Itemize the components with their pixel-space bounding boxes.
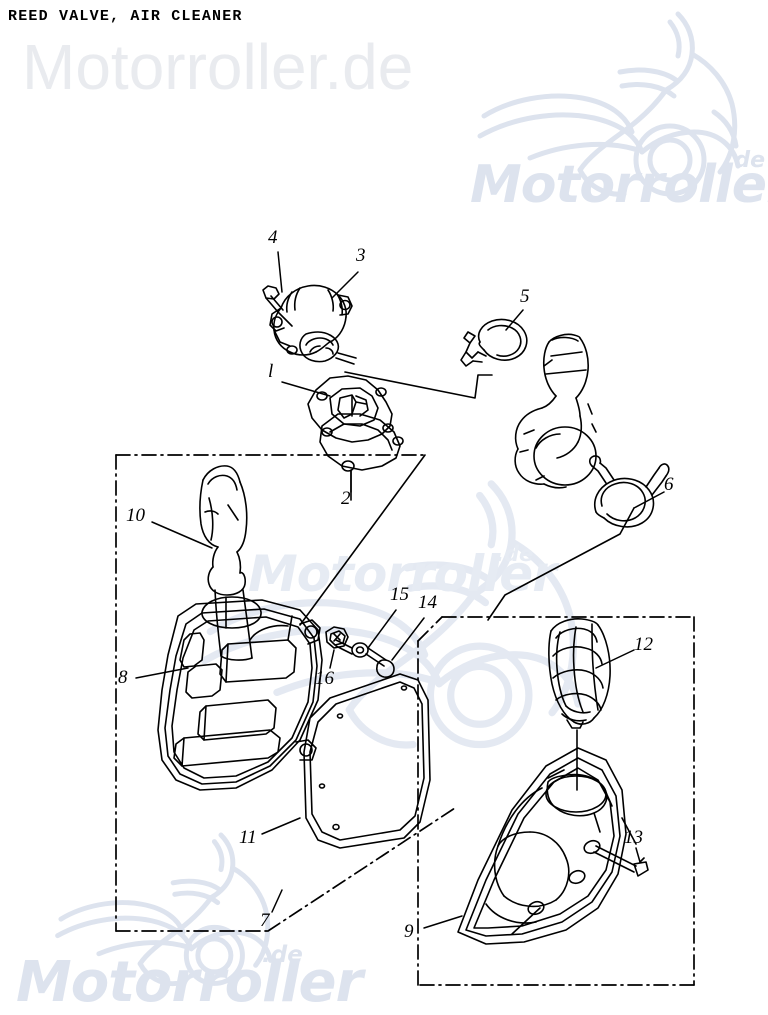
group9-connector: [487, 507, 635, 621]
scooter-logo-bottom-left: [4, 830, 334, 1000]
page-title: REED VALVE, AIR CLEANER: [8, 8, 243, 25]
leader-12: [595, 649, 635, 669]
scooter-logo-top-right: [470, 8, 760, 213]
callout-6[interactable]: 6: [664, 474, 674, 495]
callout-11[interactable]: 11: [239, 827, 257, 848]
part-9-air-cleaner-cover: [457, 747, 627, 945]
watermark-top-right-suffix: .de: [726, 148, 766, 173]
part-11-air-cleaner-plate: [303, 673, 431, 849]
watermark-bottom-left-text: Motorroller: [16, 950, 363, 1015]
callout-3[interactable]: 3: [356, 245, 366, 266]
leader-5: [505, 309, 524, 331]
leader-1: [281, 381, 331, 397]
callout-4[interactable]: 4: [268, 227, 278, 248]
callout-1[interactable]: l: [268, 361, 274, 382]
leader-16: [329, 649, 335, 669]
part-12-filter-element: [548, 618, 611, 791]
part-15-washer: [351, 642, 369, 658]
callout-8[interactable]: 8: [118, 667, 128, 688]
callout-15[interactable]: 15: [390, 584, 409, 605]
group-box-7: [115, 454, 456, 932]
watermark-center-suffix: .de: [496, 542, 534, 566]
group7-connector: [299, 454, 426, 626]
leader-14: [391, 617, 425, 661]
callout-9[interactable]: 9: [404, 921, 414, 942]
leader-9: [423, 915, 463, 929]
leader-4: [277, 251, 283, 293]
part-10-intake-snorkel: [199, 465, 253, 661]
intake-boot: [514, 333, 597, 489]
callout-2[interactable]: 2: [341, 488, 351, 509]
leader-7: [271, 889, 283, 913]
callout-16[interactable]: 16: [315, 668, 334, 689]
leader-lines: [135, 251, 665, 929]
callout-14[interactable]: 14: [418, 592, 437, 613]
part-13-cover-screw: [593, 817, 649, 877]
leader-10: [151, 521, 213, 549]
leader-3: [331, 271, 359, 299]
reed-to-clamp-connector: [344, 371, 493, 399]
leader-11: [261, 817, 301, 835]
watermark-top-left: Motorroller.de: [22, 31, 414, 103]
part-14-screw: [335, 639, 395, 678]
part-8-air-cleaner-case: [157, 596, 323, 791]
scooter-logo-center: [190, 470, 610, 775]
watermark-bottom-left-suffix: .de: [262, 942, 303, 968]
part-2-gasket: [319, 413, 404, 501]
part-6-spring-clamp: [588, 455, 670, 528]
part-4-bolt: [262, 285, 293, 327]
leader-6: [633, 491, 665, 509]
watermark-center-text: Motorroller: [248, 545, 557, 603]
part-3-reed-valve-case: [269, 284, 357, 365]
group-box-9: [417, 616, 695, 986]
callout-10[interactable]: 10: [126, 505, 145, 526]
part-5-hose-clamp: [460, 318, 528, 367]
leader-8: [135, 667, 189, 679]
callout-7[interactable]: 7: [260, 910, 270, 931]
leader-13: [635, 847, 641, 863]
callout-13[interactable]: 13: [624, 827, 643, 848]
callout-12[interactable]: 12: [634, 634, 653, 655]
leader-15: [367, 609, 397, 649]
watermark-top-right-text: Motorroller: [470, 155, 768, 215]
callout-5[interactable]: 5: [520, 286, 530, 307]
